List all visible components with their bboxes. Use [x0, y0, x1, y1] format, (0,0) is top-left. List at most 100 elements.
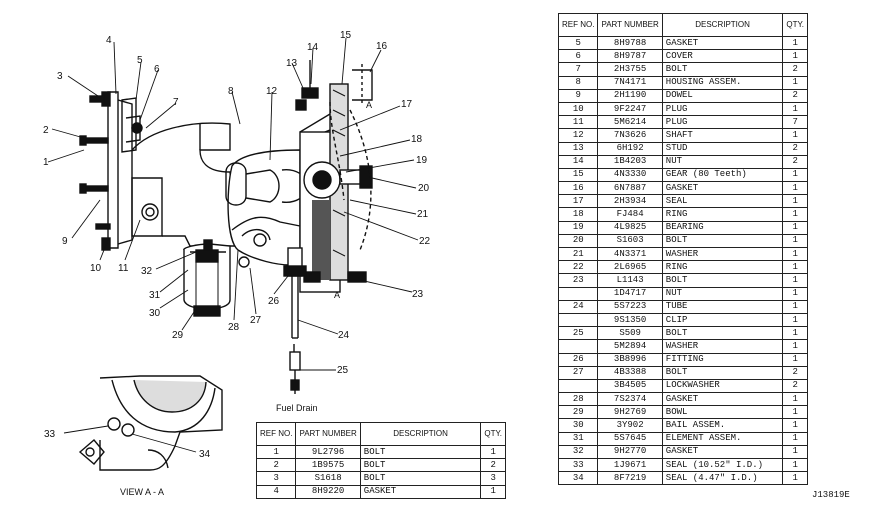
qty-cell: 1 — [782, 299, 808, 314]
ref-cell: 13 — [557, 141, 599, 156]
ref-cell: 17 — [557, 194, 599, 209]
description-cell: BOWL — [661, 405, 784, 420]
ref-cell: 2 — [255, 458, 297, 473]
part-number-cell: 9S1350 — [597, 312, 663, 328]
description-cell: GASKET — [661, 181, 784, 196]
description-cell: BOLT — [359, 458, 482, 473]
header-qty: QTY. — [480, 422, 506, 446]
callout-9: 9 — [62, 236, 68, 247]
ref-cell: 33 — [557, 457, 599, 473]
description-cell: PLUG — [661, 101, 784, 117]
header-part-number: PART NUMBER — [597, 13, 663, 37]
ref-cell: 32 — [557, 444, 599, 460]
description-cell: BOLT — [661, 326, 784, 341]
description-cell: BOLT — [359, 471, 482, 486]
description-cell: BOLT — [661, 273, 784, 288]
part-number-cell: S1618 — [295, 471, 361, 486]
callout-13: 13 — [286, 58, 298, 69]
qty-cell: 2 — [782, 62, 808, 77]
header-part-number: PART NUMBER — [295, 422, 361, 446]
ref-cell: 20 — [557, 233, 599, 249]
description-cell: WASHER — [661, 246, 784, 262]
part-number-cell: 1D4717 — [597, 286, 663, 301]
callout-8: 8 — [228, 86, 234, 97]
callout-14: 14 — [307, 42, 319, 53]
description-cell: ELEMENT ASSEM. — [661, 431, 784, 446]
qty-cell: 1 — [782, 128, 808, 143]
ref-cell: 9 — [557, 88, 599, 103]
part-number-cell: 9H2769 — [597, 405, 663, 420]
section-mark-a-bottom: A — [334, 290, 340, 300]
callout-20: 20 — [418, 183, 430, 194]
ref-cell: 18 — [557, 207, 599, 222]
description-cell: BOLT — [661, 62, 784, 77]
ref-cell: 27 — [557, 365, 599, 380]
ref-cell: 34 — [557, 471, 599, 486]
header-qty: QTY. — [782, 13, 808, 37]
ref-cell — [557, 339, 599, 354]
description-cell: BOLT — [661, 233, 784, 249]
ref-cell: 10 — [557, 101, 599, 117]
part-number-cell: 8H9787 — [597, 49, 663, 64]
callout-31: 31 — [149, 290, 161, 301]
callout-34: 34 — [199, 449, 211, 460]
part-number-cell: 8H9788 — [597, 35, 663, 51]
description-cell: FITTING — [661, 352, 784, 367]
drawing-number: J13819E — [812, 490, 850, 500]
part-number-cell: S1603 — [597, 233, 663, 249]
ref-cell: 28 — [557, 392, 599, 407]
ref-cell: 19 — [557, 220, 599, 235]
part-number-cell: 7N4171 — [597, 75, 663, 90]
part-number-cell: L1143 — [597, 273, 663, 288]
qty-cell: 1 — [782, 457, 808, 473]
callout-11: 11 — [118, 263, 129, 274]
qty-cell: 1 — [782, 471, 808, 486]
callout-6: 6 — [154, 64, 160, 75]
qty-cell: 1 — [782, 101, 808, 117]
callout-15: 15 — [340, 30, 352, 41]
header-description: DESCRIPTION — [661, 13, 784, 37]
callout-30: 30 — [149, 308, 161, 319]
description-cell: GASKET — [359, 484, 482, 499]
ref-cell: 7 — [557, 62, 599, 77]
qty-cell: 1 — [782, 246, 808, 262]
part-number-cell: 1B4203 — [597, 154, 663, 169]
table-header-row: REF NO. PART NUMBER DESCRIPTION QTY. — [557, 13, 808, 37]
qty-cell: 1 — [480, 484, 506, 499]
part-number-cell: 9L2796 — [295, 444, 361, 460]
description-cell: NUT — [661, 154, 784, 169]
part-number-cell: 6N7887 — [597, 181, 663, 196]
ref-cell: 5 — [557, 35, 599, 51]
section-mark-a-top: A — [366, 100, 372, 110]
header-description: DESCRIPTION — [359, 422, 482, 446]
callout-25: 25 — [337, 365, 349, 376]
leader-lines — [47, 37, 419, 453]
part-number-cell: 9F2247 — [597, 101, 663, 117]
description-cell: COVER — [661, 49, 784, 64]
part-number-cell: 2L6965 — [597, 260, 663, 275]
ref-cell: 22 — [557, 260, 599, 275]
qty-cell: 1 — [782, 339, 808, 354]
description-cell: SEAL — [661, 194, 784, 209]
part-number-cell: 8F7219 — [597, 471, 663, 486]
part-number-cell: 2H3755 — [597, 62, 663, 77]
ref-cell: 8 — [557, 75, 599, 90]
ref-cell: 15 — [557, 167, 599, 183]
description-cell: BOLT — [359, 444, 482, 460]
description-cell: GASKET — [661, 444, 784, 460]
